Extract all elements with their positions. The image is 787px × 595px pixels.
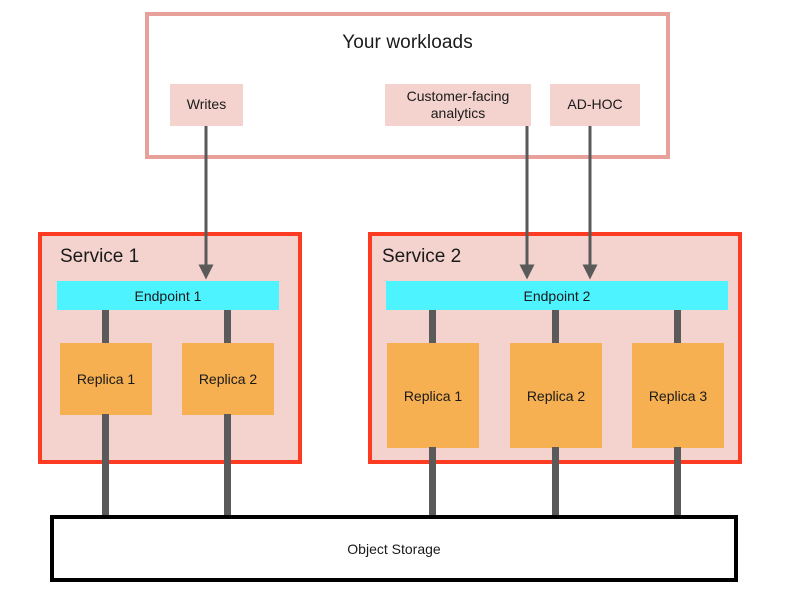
workload-chip-writes[interactable]: Writes [170, 84, 243, 126]
service-1-replica-2[interactable]: Replica 2 [182, 343, 274, 415]
link-s2replica1-storage [429, 447, 436, 518]
workload-chip-ad-hoc[interactable]: AD-HOC [550, 84, 640, 126]
link-endpoint1-replica1 [102, 310, 109, 344]
workload-chip-customer-facing-analytics[interactable]: Customer-facing analytics [385, 84, 531, 126]
link-s1replica1-storage [102, 414, 109, 518]
service-1-endpoint[interactable]: Endpoint 1 [57, 281, 279, 310]
service-1-title: Service 1 [60, 246, 140, 267]
object-storage-box: Object Storage [50, 515, 738, 582]
link-s2replica3-storage [674, 447, 681, 518]
link-endpoint1-replica2 [224, 310, 231, 344]
service-2-replica-2[interactable]: Replica 2 [510, 343, 602, 448]
link-s1replica2-storage [224, 414, 231, 518]
link-endpoint2-replica2 [552, 310, 559, 344]
link-endpoint2-replica1 [429, 310, 436, 344]
link-endpoint2-replica3 [674, 310, 681, 344]
service-2-replica-1[interactable]: Replica 1 [387, 343, 479, 448]
service-2-title: Service 2 [382, 246, 462, 267]
service-2-replica-3[interactable]: Replica 3 [632, 343, 724, 448]
service-1-replica-1[interactable]: Replica 1 [60, 343, 152, 415]
service-2-endpoint[interactable]: Endpoint 2 [386, 281, 728, 310]
workloads-title: Your workloads [342, 32, 473, 53]
link-s2replica2-storage [552, 447, 559, 518]
